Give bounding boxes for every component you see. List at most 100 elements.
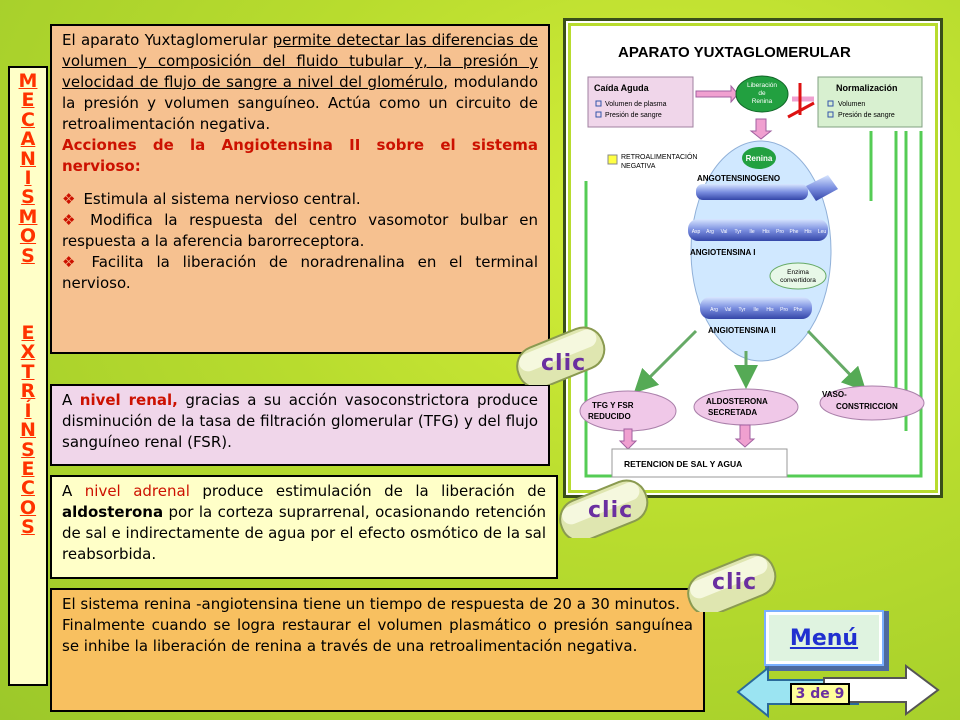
- aldosterona-keyword: aldosterona: [62, 503, 164, 521]
- list-item: ❖Modifica la respuesta del centro vasomo…: [62, 211, 538, 250]
- renal-text-box: A nivel renal, gracias a su acción vasoc…: [50, 384, 550, 466]
- amino-acid-label: Val: [721, 229, 728, 235]
- menu-button[interactable]: Menú: [766, 612, 882, 664]
- svg-text:RETENCION DE SAL Y AGUA: RETENCION DE SAL Y AGUA: [624, 459, 742, 469]
- adrenal-text-box: A nivel adrenal produce estimulación de …: [50, 475, 558, 579]
- mouse-icon: [516, 326, 606, 390]
- title-letter: S: [21, 516, 35, 539]
- tfg-node: [579, 390, 677, 432]
- diamond-bullet-icon: ❖: [62, 253, 84, 271]
- amino-acid-label: Leu: [818, 229, 827, 235]
- svg-text:ANGIOTENSINA II: ANGIOTENSINA II: [708, 326, 776, 335]
- retencion-box: [611, 448, 788, 478]
- amino-acid-label: Arg: [706, 229, 714, 235]
- amino-acid-label: His: [762, 229, 770, 235]
- intro-paragraph: El aparato Yuxtaglomerular permite detec…: [62, 31, 538, 133]
- title-letter: N: [20, 147, 36, 170]
- enzima-convertidora-node: [769, 262, 827, 290]
- svg-text:Enzima: Enzima: [787, 269, 809, 276]
- svg-text:ANGOTENSINOGENO: ANGOTENSINOGENO: [697, 174, 780, 183]
- angiotensina-heading: Acciones de la Angiotensina II sobre el …: [62, 136, 538, 175]
- title-letter: R: [20, 380, 36, 403]
- angiotensinogeno-chain: [696, 184, 808, 200]
- amino-acid-label: Ile: [753, 307, 759, 313]
- svg-text:TFG Y FSR: TFG Y FSR: [592, 401, 634, 410]
- arrow-to-vaso: [806, 329, 867, 392]
- angiotensina-2-chain: [700, 297, 812, 319]
- vasoconstriccion-node: [819, 385, 925, 421]
- amino-acid-label: Asp: [692, 229, 701, 235]
- svg-text:Normalización: Normalización: [836, 83, 898, 93]
- list-item: ❖Estimula al sistema nervioso central.: [62, 190, 361, 208]
- arrow-down-icon: [734, 424, 756, 448]
- actions-list: ❖Estimula al sistema nervioso central. ❖…: [62, 189, 538, 294]
- angiotensina-1-chain: [688, 219, 828, 241]
- svg-text:SECRETADA: SECRETADA: [708, 408, 757, 417]
- response-time-text-box: El sistema renina -angiotensina tiene un…: [50, 588, 705, 712]
- svg-text:Renina: Renina: [746, 154, 773, 163]
- svg-text:ANGIOTENSINA I: ANGIOTENSINA I: [690, 248, 755, 257]
- liberacion-renina-node: [735, 75, 789, 113]
- aldosterona-node: [693, 388, 799, 426]
- title-letter: M: [18, 70, 38, 92]
- svg-text:VASO-: VASO-: [822, 390, 847, 399]
- svg-text:REDUCIDO: REDUCIDO: [588, 412, 631, 421]
- amino-acid-label: Arg: [710, 307, 718, 313]
- svg-text:Renina: Renina: [752, 98, 773, 105]
- title-letter: T: [21, 360, 35, 383]
- title-letter: N: [20, 419, 36, 442]
- title-letter: C: [21, 108, 35, 131]
- diamond-bullet-icon: ❖: [62, 211, 83, 229]
- amino-acid-label: His: [766, 307, 774, 313]
- amino-acid-label: His: [804, 229, 812, 235]
- title-letter: O: [19, 496, 37, 519]
- svg-text:Volumen de plasma: Volumen de plasma: [605, 101, 667, 108]
- clic-button-1[interactable]: clic: [505, 325, 625, 390]
- title-letter: Í: [24, 399, 32, 422]
- svg-text:Volumen: Volumen: [838, 101, 865, 108]
- mouse-icon: [559, 479, 649, 543]
- svg-text:ALDOSTERONA: ALDOSTERONA: [706, 397, 768, 406]
- svg-text:RETROALIMENTACIÓN: RETROALIMENTACIÓN: [621, 152, 698, 161]
- normalizacion-box: [817, 76, 923, 128]
- amino-acid-label: Ile: [749, 229, 755, 235]
- svg-text:Caída Aguda: Caída Aguda: [594, 83, 650, 93]
- title-letter: S: [21, 438, 35, 461]
- yuxtaglomerular-diagram: APARATO YUXTAGLOMERULAR Caída Aguda Volu…: [563, 18, 943, 498]
- title-letter: M: [18, 205, 38, 228]
- page-indicator: 3 de 9: [790, 683, 850, 705]
- retro-legend-swatch: [607, 154, 618, 165]
- diagram-svg: APARATO YUXTAGLOMERULAR Caída Aguda Volu…: [579, 44, 925, 478]
- arrow-down-icon: [749, 118, 773, 140]
- svg-text:NEGATIVA: NEGATIVA: [621, 163, 656, 170]
- svg-text:Presión de sangre: Presión de sangre: [838, 112, 895, 119]
- arrow-icon: [695, 84, 739, 104]
- amino-acid-label: Phe: [794, 307, 803, 313]
- renina-node: [742, 147, 776, 169]
- title-letter: S: [21, 244, 35, 267]
- title-letter: S: [21, 186, 35, 209]
- clic-button-3[interactable]: clic: [676, 552, 796, 617]
- arrow-to-tfg: [633, 329, 698, 394]
- title-letter: A: [20, 128, 36, 151]
- list-item: ❖Facilita la liberación de noradrenalina…: [62, 253, 538, 292]
- title-letter: E: [21, 89, 35, 112]
- clic-button-2[interactable]: clic: [548, 478, 668, 543]
- adrenal-keyword: nivel adrenal: [84, 482, 190, 500]
- arrow-down-icon: [618, 428, 638, 450]
- diamond-bullet-icon: ❖: [62, 190, 76, 208]
- title-letter: E: [21, 457, 35, 480]
- svg-text:convertidora: convertidora: [780, 277, 816, 284]
- svg-text:Presión de sangre: Presión de sangre: [605, 112, 662, 119]
- title-letter: C: [21, 477, 35, 500]
- amino-acid-label: Tyr: [735, 229, 742, 235]
- title-letter: I: [24, 167, 32, 190]
- amino-acid-label: Pro: [780, 307, 788, 313]
- yuxtaglomerular-text-box: El aparato Yuxtaglomerular permite detec…: [50, 24, 550, 354]
- renal-keyword: nivel renal,: [79, 391, 178, 409]
- caida-aguda-box: [587, 76, 694, 128]
- title-letter: E: [21, 322, 35, 345]
